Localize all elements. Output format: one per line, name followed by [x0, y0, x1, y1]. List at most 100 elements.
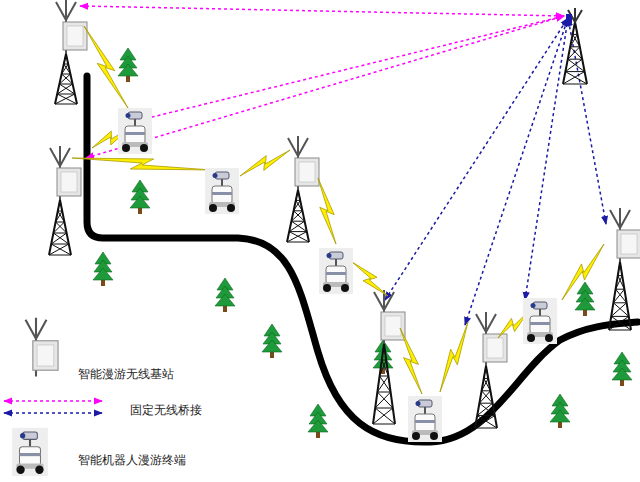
- tree: [262, 324, 282, 358]
- robot-terminal: [408, 396, 442, 442]
- robot-shadow: [408, 396, 442, 442]
- tree-crown: [118, 64, 138, 76]
- robot-neck: [539, 309, 541, 316]
- bridge-link: [465, 18, 568, 325]
- tree-crown: [550, 410, 570, 422]
- tree: [575, 282, 595, 316]
- base-station-antenna: [476, 312, 507, 368]
- tower-legs: [287, 190, 309, 242]
- lattice-tower: [609, 262, 631, 330]
- antenna-panel: [295, 158, 319, 186]
- antenna-panel: [63, 22, 87, 50]
- robot-terminal: [523, 298, 557, 344]
- tree: [308, 404, 328, 438]
- bridge-link: [80, 6, 564, 16]
- tree-crown: [93, 268, 113, 280]
- robot-wheel: [430, 432, 438, 440]
- wireless-bolt: [562, 244, 604, 300]
- tower-legs: [475, 366, 497, 428]
- tower-legs: [373, 344, 395, 424]
- base-station-antenna: [288, 136, 319, 192]
- wireless-bolt: [240, 150, 290, 176]
- tree: [215, 278, 235, 312]
- bridge-link: [385, 18, 568, 300]
- wireless-bolt: [84, 26, 128, 108]
- lattice-tower: [475, 366, 497, 428]
- antenna-panel: [381, 312, 405, 340]
- base-station-antenna: [374, 290, 405, 346]
- robot-body: [530, 316, 550, 334]
- robot-shadow: [205, 168, 239, 214]
- tower-layer: [49, 0, 640, 428]
- antenna-panel: [483, 334, 507, 362]
- robot-lens: [20, 433, 25, 438]
- road-layer: [87, 76, 638, 442]
- tower-bracing: [373, 344, 395, 424]
- antenna-panel: [617, 230, 640, 258]
- wireless-bolt: [440, 322, 468, 392]
- robot-shadow: [319, 248, 353, 294]
- antenna-panel-face: [67, 26, 83, 46]
- robot-wheel: [545, 334, 553, 342]
- base-station-antenna: [610, 208, 640, 264]
- antenna-panel-face: [37, 345, 54, 366]
- tree: [612, 352, 632, 386]
- base-station-antenna: [50, 146, 81, 202]
- tower-legs: [55, 54, 77, 104]
- antenna-panel: [33, 341, 58, 370]
- robot-body: [212, 186, 232, 204]
- robot-terminal: [319, 248, 353, 294]
- tower-legs: [563, 22, 587, 84]
- robot-wheel: [35, 466, 43, 474]
- lattice-tower: [287, 190, 309, 242]
- base-station-antenna: [26, 318, 59, 377]
- antenna-panel: [57, 168, 81, 196]
- tower-bracing: [55, 54, 77, 104]
- wireless-bolt: [400, 328, 422, 394]
- robot-body: [415, 414, 435, 432]
- robot-layer: [118, 108, 557, 442]
- lattice-tower: [55, 54, 77, 104]
- road: [87, 76, 638, 442]
- robot-terminal: [118, 108, 152, 154]
- robot-lens: [126, 113, 131, 118]
- bolt-layer: [72, 26, 604, 394]
- tower-bracing: [475, 366, 497, 428]
- tree-crown: [612, 368, 632, 380]
- legend-entry: 智能机器人漫游终端: [76, 450, 188, 469]
- robot-neck: [221, 179, 223, 186]
- robot-band: [530, 322, 550, 325]
- legend-bridge-sample: [4, 400, 102, 402]
- tower-bracing: [287, 190, 309, 242]
- tree-crown: [215, 294, 235, 306]
- tree: [93, 252, 113, 286]
- legend-entry: 固定无线桥接: [128, 400, 204, 419]
- hub-dish: [566, 14, 572, 23]
- wireless-bolt: [318, 178, 336, 244]
- robot-shadow: [523, 298, 557, 344]
- robot-neck: [424, 407, 426, 414]
- robot-wheel: [527, 334, 535, 342]
- robot-wheel: [412, 432, 420, 440]
- wireless-bolt: [352, 262, 388, 296]
- antenna-panel-face: [487, 338, 503, 358]
- robot-neck: [134, 119, 136, 126]
- robot-shadow: [12, 428, 48, 476]
- lattice-tower: [49, 200, 71, 255]
- tower-bracing: [609, 262, 631, 330]
- tree-crown: [308, 420, 328, 432]
- robot-band: [326, 272, 346, 275]
- antenna-panel-face: [299, 162, 315, 182]
- legend-entry: 智能漫游无线基站: [76, 364, 176, 383]
- robot-lens: [416, 401, 421, 406]
- robot-wheel: [323, 284, 331, 292]
- legend-label: 智能漫游无线基站: [76, 367, 176, 381]
- antenna-panel-face: [385, 316, 401, 336]
- robot-wheel: [16, 466, 24, 474]
- legend-label: 智能机器人漫游终端: [76, 453, 188, 467]
- tower-legs: [609, 262, 631, 330]
- tree: [130, 180, 150, 214]
- bridge-layer: [80, 6, 606, 325]
- robot-lens: [531, 303, 536, 308]
